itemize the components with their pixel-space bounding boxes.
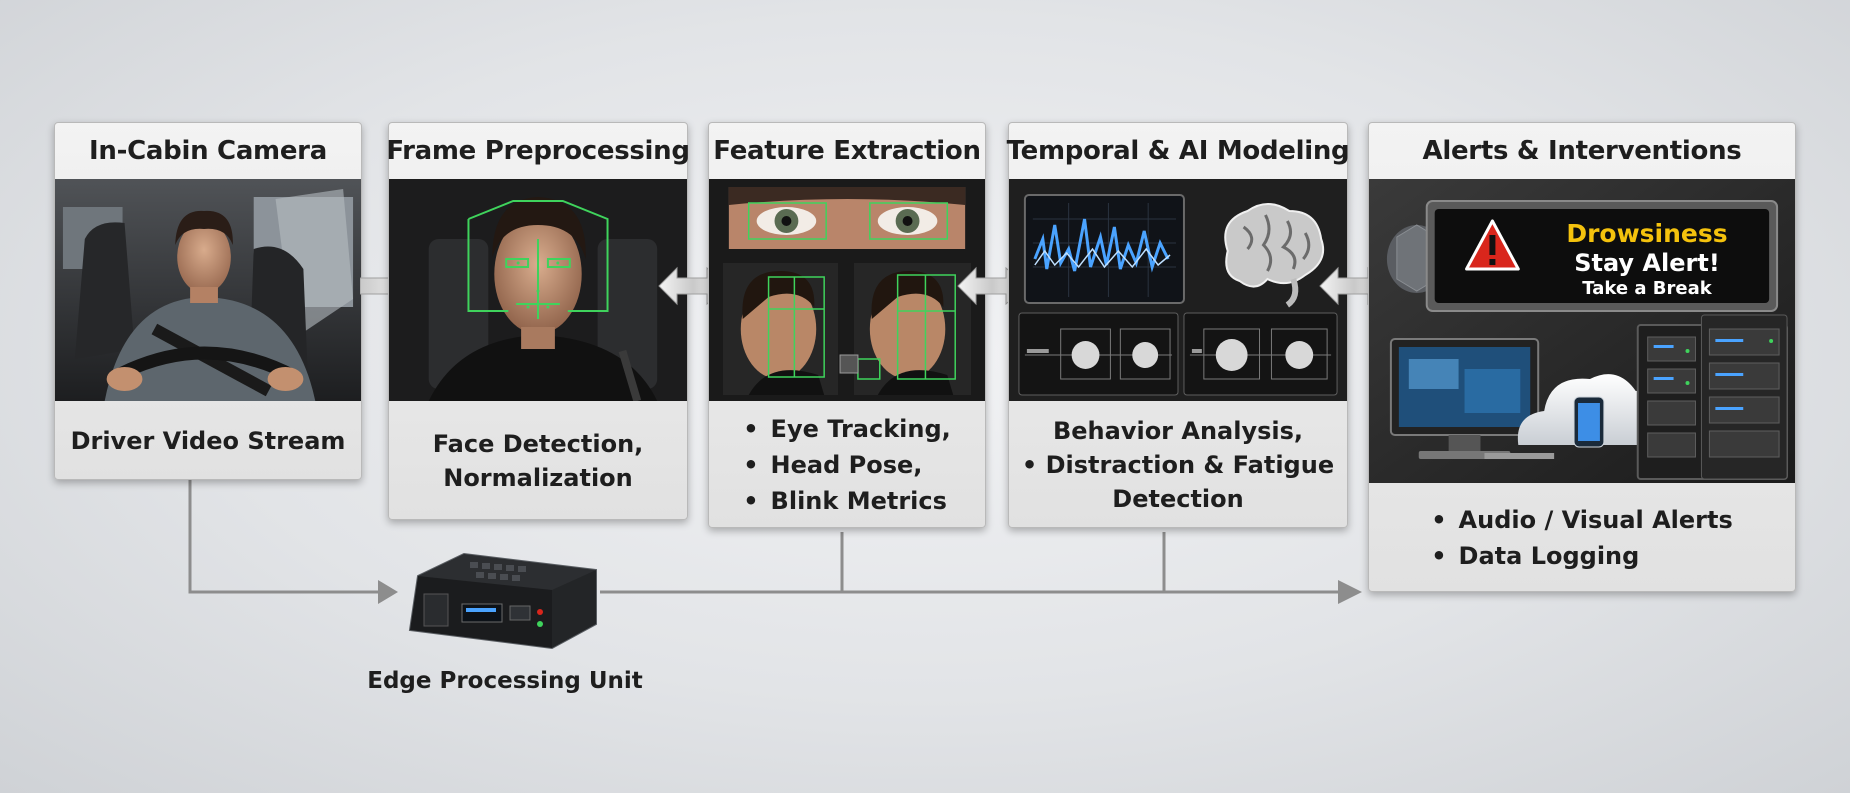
stage-feature-extraction-panel: Feature Extraction	[708, 122, 986, 528]
ai-modeling-dashboard	[1009, 179, 1347, 401]
brain-icon	[1224, 203, 1325, 308]
bullet-item: Data Logging	[1431, 538, 1733, 574]
stage-caption: Driver Video Stream	[55, 401, 361, 481]
stage-title: Temporal & AI Modeling	[1006, 136, 1350, 166]
stage-title: In-Cabin Camera	[89, 136, 327, 166]
alert-line-take-break: Take a Break	[1582, 277, 1712, 299]
phone-icon	[1573, 396, 1605, 448]
bullet-item: Blink Metrics	[743, 483, 951, 519]
edge-processing-unit-label: Edge Processing Unit	[367, 668, 643, 694]
feature-extraction-images	[709, 179, 985, 401]
monitor-icon	[1389, 338, 1555, 459]
stage-caption: Face Detection, Normalization	[389, 401, 687, 521]
alert-bullets: Audio / Visual Alerts Data Logging	[1431, 502, 1733, 574]
arrow-right-icon	[378, 580, 398, 604]
stage-alerts-panel: Alerts & Interventions	[1368, 122, 1796, 592]
alert-line-stay-alert: Stay Alert!	[1574, 249, 1720, 277]
stage-title: Feature Extraction	[713, 136, 981, 166]
edge-processing-unit-icon	[408, 552, 597, 650]
bullet-item: Audio / Visual Alerts	[1431, 502, 1733, 538]
alert-message: Drowsiness Stay Alert! Take a Break	[1532, 219, 1762, 299]
server-rack-icon	[1636, 314, 1789, 480]
stage-title: Frame Preprocessing	[386, 136, 690, 166]
face-detection-photo	[389, 179, 687, 401]
stage-title: Alerts & Interventions	[1422, 136, 1742, 166]
feature-bullets: Eye Tracking, Head Pose, Blink Metrics	[743, 411, 951, 519]
driver-photo	[55, 179, 361, 401]
stage-preprocessing-panel: Frame Preprocessing	[386, 122, 690, 521]
caption-line: Normalization	[443, 464, 633, 492]
stage-camera-panel: In-Cabin Camera	[54, 122, 362, 480]
caption-line: Face Detection,	[432, 429, 644, 458]
caption-line: Behavior Analysis,	[1052, 416, 1304, 445]
caption-line: Detection	[1112, 485, 1244, 514]
bullet-item: Eye Tracking,	[743, 411, 951, 447]
alert-line-drowsiness: Drowsiness	[1566, 219, 1728, 248]
bullet-item: Head Pose,	[743, 447, 951, 483]
caption-line: • Distraction & Fatigue	[1021, 450, 1335, 479]
stage-ai-modeling-panel: Temporal & AI Modeling	[1006, 122, 1350, 529]
stage-caption: Behavior Analysis, • Distraction & Fatig…	[1009, 401, 1347, 529]
caption-line: Driver Video Stream	[70, 426, 346, 455]
warning-triangle-icon	[1465, 219, 1520, 271]
alerts-illustration: Drowsiness Stay Alert! Take a Break	[1369, 179, 1795, 483]
stage-caption: Audio / Visual Alerts Data Logging	[1369, 483, 1795, 593]
stage-caption: Eye Tracking, Head Pose, Blink Metrics	[709, 401, 985, 529]
arrow-right-icon	[1338, 580, 1362, 604]
